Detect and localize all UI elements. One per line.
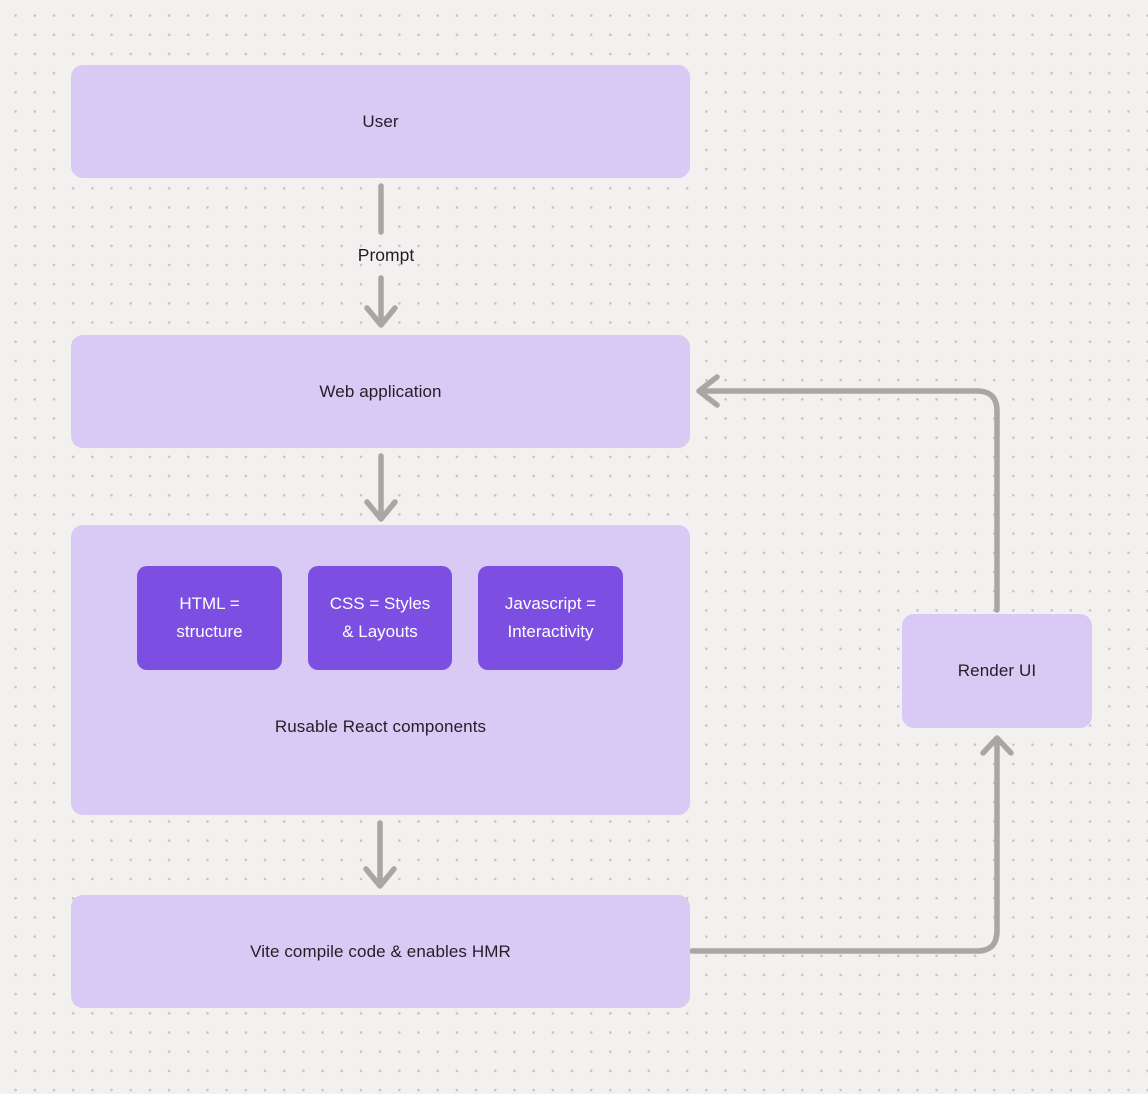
arrow-down-icon	[364, 453, 398, 522]
node-html-label-line1: HTML =	[179, 594, 240, 613]
arrow-down-icon	[364, 275, 398, 328]
components-group-caption: Rusable React components	[274, 717, 487, 736]
edge-label-prompt: Prompt	[357, 245, 415, 265]
edge-vite-to-renderui	[689, 735, 1014, 954]
node-vite[interactable]: Vite compile code & enables HMR	[71, 895, 690, 1008]
edge-webapp-to-components	[364, 453, 398, 522]
node-css-label-line2: & Layouts	[342, 622, 418, 641]
node-html-label-line2: structure	[176, 622, 243, 641]
edge-renderui-to-webapp	[696, 374, 1000, 613]
node-render-ui-label: Render UI	[957, 661, 1037, 680]
node-user-label: User	[362, 111, 399, 131]
node-javascript-label-line2: Interactivity	[507, 622, 594, 641]
arrow-up-icon	[689, 735, 1014, 954]
node-css-label-line1: CSS = Styles	[329, 594, 431, 613]
node-web-application[interactable]: Web application	[71, 335, 690, 448]
node-user[interactable]: User	[71, 65, 690, 178]
node-css[interactable]: CSS = Styles & Layouts	[308, 566, 452, 670]
node-javascript[interactable]: Javascript = Interactivity	[478, 566, 623, 670]
node-html[interactable]: HTML = structure	[137, 566, 282, 670]
arrow-down-icon	[363, 820, 397, 889]
node-render-ui[interactable]: Render UI	[902, 614, 1092, 728]
edge-components-to-vite	[363, 820, 397, 889]
node-vite-label: Vite compile code & enables HMR	[250, 941, 511, 961]
node-javascript-label-line1: Javascript =	[504, 594, 597, 613]
arrow-left-icon	[696, 374, 1000, 613]
node-web-application-label: Web application	[319, 381, 442, 401]
